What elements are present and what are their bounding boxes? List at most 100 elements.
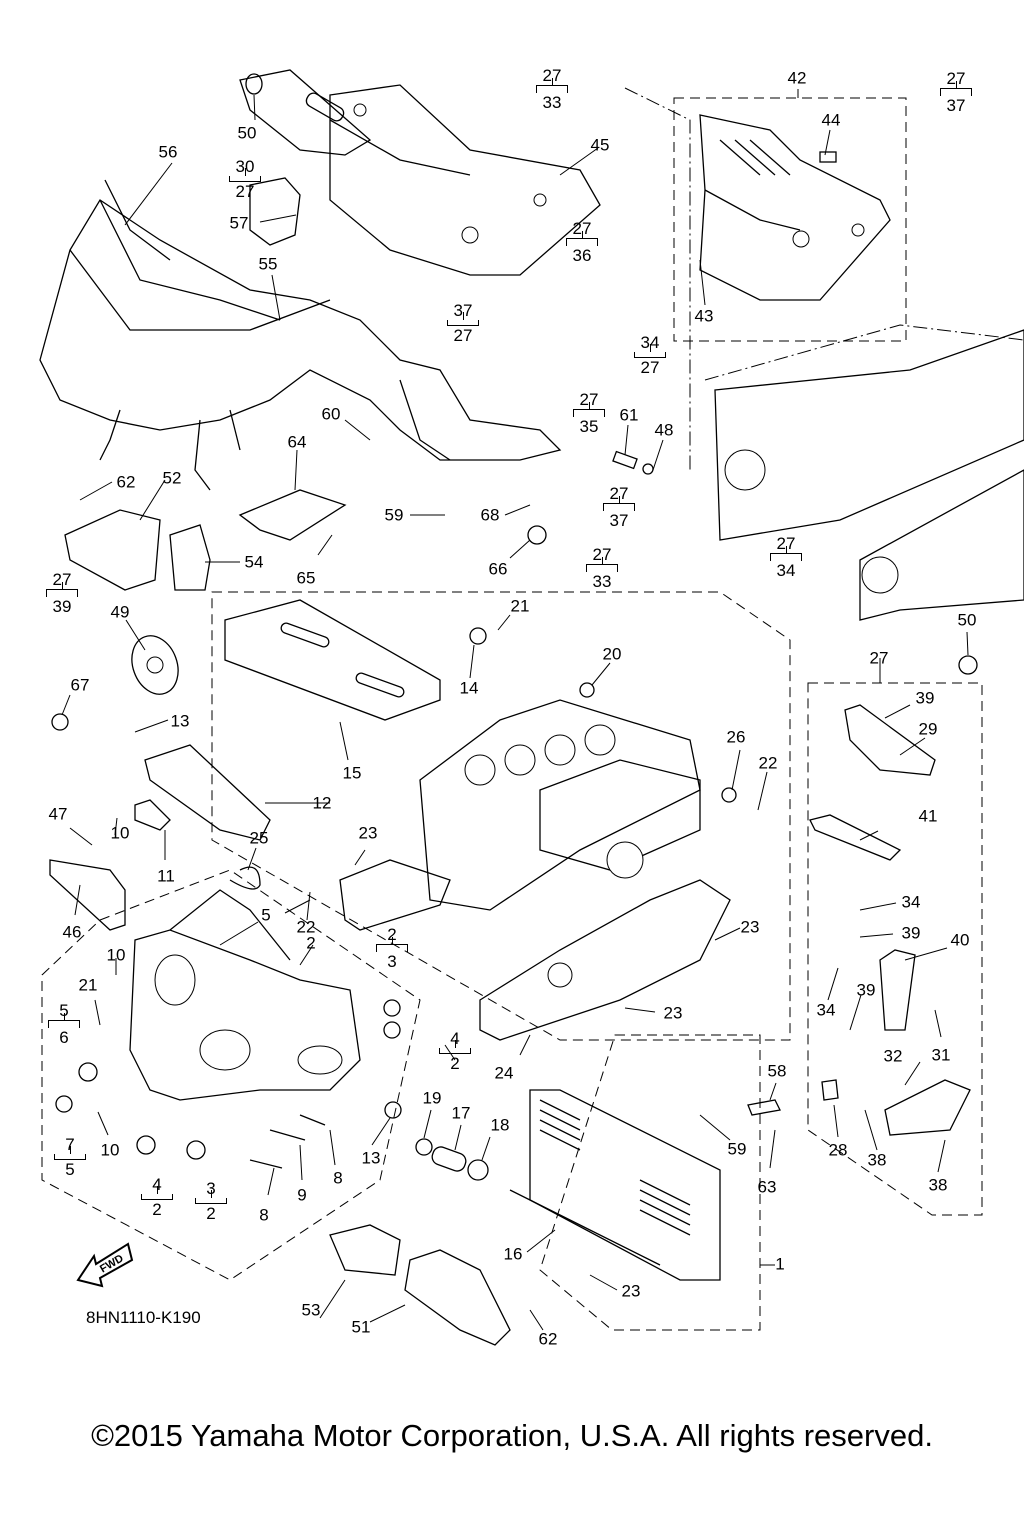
callout-50[interactable]: 50 xyxy=(237,123,257,143)
callout-12[interactable]: 12 xyxy=(312,793,332,813)
callout-38[interactable]: 38 xyxy=(867,1150,887,1170)
callout-57[interactable]: 57 xyxy=(229,213,249,233)
callout-10-lower[interactable]: 10 xyxy=(100,1140,120,1160)
callout-15[interactable]: 15 xyxy=(342,763,362,783)
callout-67[interactable]: 67 xyxy=(70,675,90,695)
callout-32[interactable]: 32 xyxy=(883,1046,903,1066)
callout-29[interactable]: 29 xyxy=(918,719,938,739)
fwd-arrow-icon: FWD xyxy=(76,1240,136,1295)
callout-27-set[interactable]: 27 xyxy=(869,648,889,668)
callout-14[interactable]: 14 xyxy=(459,678,479,698)
callout-18[interactable]: 18 xyxy=(490,1115,510,1135)
callout-66[interactable]: 66 xyxy=(488,559,508,579)
callout-58[interactable]: 58 xyxy=(767,1061,787,1081)
callout-60[interactable]: 60 xyxy=(321,404,341,424)
callout-11[interactable]: 11 xyxy=(157,866,175,886)
callout-39-mid[interactable]: 39 xyxy=(901,923,921,943)
callout-62-lower[interactable]: 62 xyxy=(538,1329,558,1349)
callout-54[interactable]: 54 xyxy=(244,552,264,572)
callout-42[interactable]: 42 xyxy=(787,68,807,88)
callout-44[interactable]: 44 xyxy=(821,110,841,130)
callout-63[interactable]: 63 xyxy=(757,1177,777,1197)
callout-13[interactable]: 13 xyxy=(170,711,190,731)
callout-47[interactable]: 47 xyxy=(48,804,68,824)
callout-5[interactable]: 5 xyxy=(261,905,271,925)
callout-16[interactable]: 16 xyxy=(503,1244,523,1264)
callout-22-right[interactable]: 22 xyxy=(758,753,778,773)
callout-39-lower[interactable]: 39 xyxy=(856,980,876,1000)
callout-59-lower[interactable]: 59 xyxy=(727,1139,747,1159)
callout-1[interactable]: 1 xyxy=(775,1254,785,1274)
callout-10[interactable]: 10 xyxy=(110,823,130,843)
callout-19[interactable]: 19 xyxy=(422,1088,442,1108)
callout-59[interactable]: 59 xyxy=(384,505,404,525)
part-6-bushing xyxy=(78,1062,98,1082)
callout-50-right[interactable]: 50 xyxy=(957,610,977,630)
callout-52[interactable]: 52 xyxy=(162,468,182,488)
callout-64[interactable]: 64 xyxy=(287,432,307,452)
callout-21[interactable]: 21 xyxy=(510,596,530,616)
part-front-frame xyxy=(129,889,361,1101)
part-58-plate xyxy=(747,1099,781,1116)
callout-53[interactable]: 53 xyxy=(301,1300,321,1320)
group-outline-upper-right xyxy=(704,324,1024,381)
callout-41[interactable]: 41 xyxy=(918,806,938,826)
callout-24[interactable]: 24 xyxy=(494,1063,514,1083)
callout-25[interactable]: 25 xyxy=(249,828,269,848)
callout-28[interactable]: 28 xyxy=(828,1140,848,1160)
callout-49[interactable]: 49 xyxy=(110,602,130,622)
callout-8[interactable]: 8 xyxy=(259,1205,269,1225)
callout-20[interactable]: 20 xyxy=(602,644,622,664)
callout-43[interactable]: 43 xyxy=(694,306,714,326)
callout-2[interactable]: 2 xyxy=(306,933,316,953)
callout-39[interactable]: 39 xyxy=(915,688,935,708)
callout-10-mid[interactable]: 10 xyxy=(106,945,126,965)
callout-45[interactable]: 45 xyxy=(590,135,610,155)
callout-65[interactable]: 65 xyxy=(296,568,316,588)
part-26-spring xyxy=(721,787,737,803)
callout-23[interactable]: 23 xyxy=(358,823,378,843)
callout-38-right[interactable]: 38 xyxy=(928,1175,948,1195)
callout-21-left[interactable]: 21 xyxy=(78,975,98,995)
callout-31[interactable]: 31 xyxy=(931,1045,951,1065)
callout-34[interactable]: 34 xyxy=(901,892,921,912)
callout-13-lower[interactable]: 13 xyxy=(361,1148,381,1168)
callout-55[interactable]: 55 xyxy=(258,254,278,274)
callout-46[interactable]: 46 xyxy=(62,922,82,942)
callout-8-right[interactable]: 8 xyxy=(333,1168,343,1188)
callout-17[interactable]: 17 xyxy=(451,1103,471,1123)
callout-23-bottom[interactable]: 23 xyxy=(621,1281,641,1301)
callout-40[interactable]: 40 xyxy=(950,930,970,950)
callout-22[interactable]: 22 xyxy=(296,917,316,937)
callout-23-right[interactable]: 23 xyxy=(740,917,760,937)
callout-48[interactable]: 48 xyxy=(654,420,674,440)
callout-61[interactable]: 61 xyxy=(619,405,639,425)
callout-26[interactable]: 26 xyxy=(726,727,746,747)
callout-9[interactable]: 9 xyxy=(297,1185,307,1205)
callout-51[interactable]: 51 xyxy=(351,1317,371,1337)
callout-34-lower[interactable]: 34 xyxy=(816,1000,836,1020)
callout-56[interactable]: 56 xyxy=(158,142,178,162)
part-51-duct xyxy=(404,1249,511,1346)
callout-62[interactable]: 62 xyxy=(116,472,136,492)
callout-68[interactable]: 68 xyxy=(480,505,500,525)
part-53-plate xyxy=(329,1224,401,1276)
callout-23-lower[interactable]: 23 xyxy=(663,1003,683,1023)
